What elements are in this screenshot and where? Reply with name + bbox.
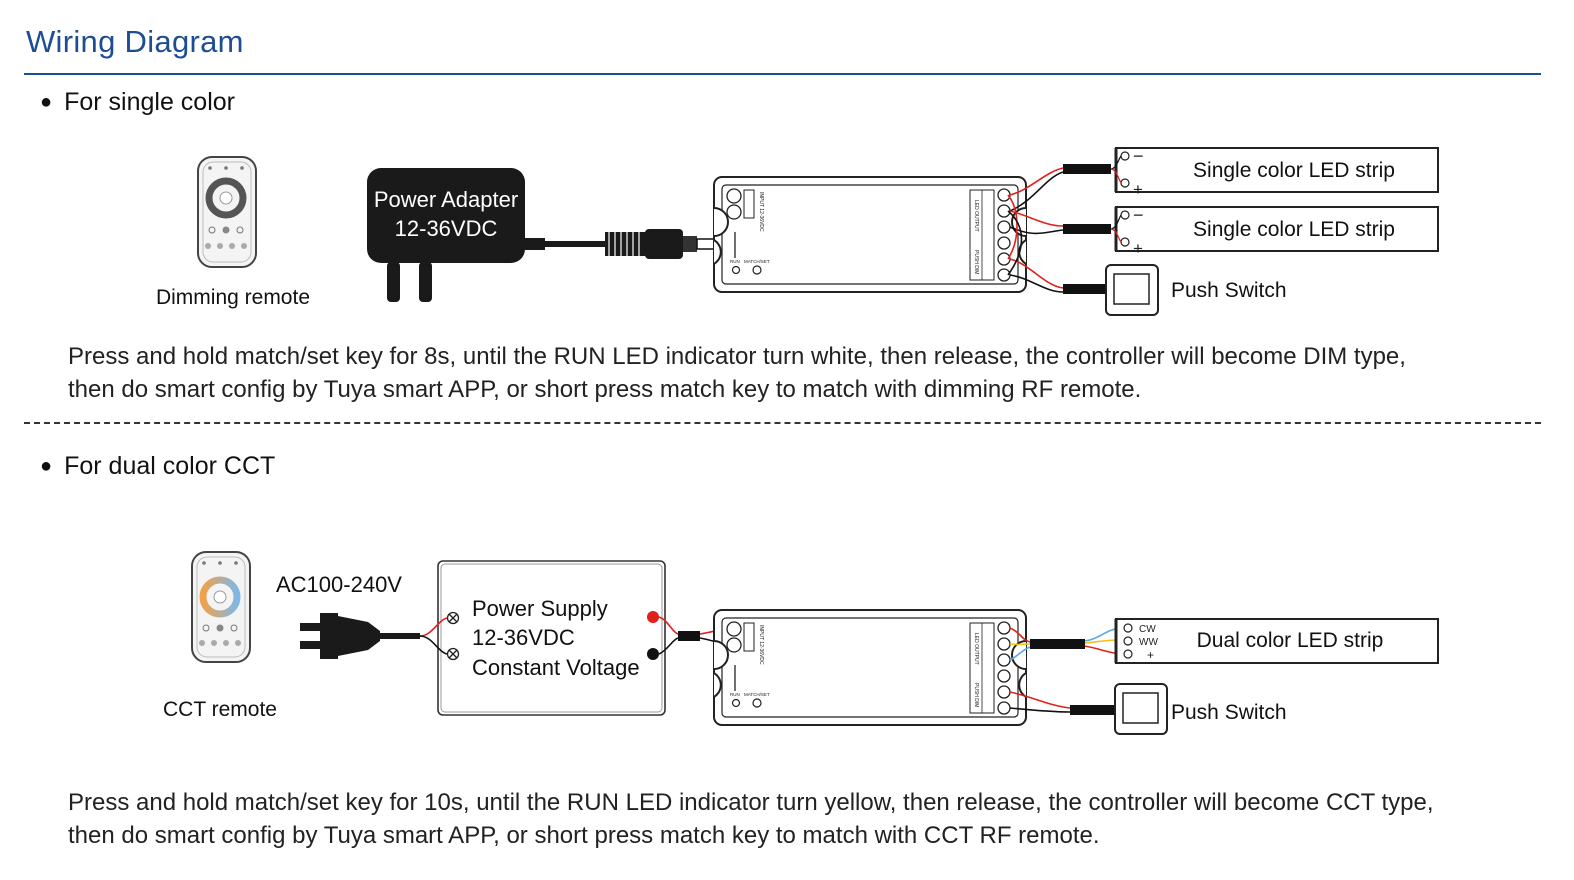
push-switch-1-label: Push Switch bbox=[1171, 279, 1287, 302]
strip1-minus: − bbox=[1133, 146, 1144, 166]
bullet-icon: ● bbox=[40, 455, 53, 477]
dual-color-strip bbox=[1114, 618, 1439, 664]
controller-output-label: LED OUTPUT bbox=[973, 200, 979, 232]
wires-section-1 bbox=[1007, 167, 1064, 293]
dual-color-strip-label: Dual color LED strip bbox=[1197, 629, 1384, 652]
psu-output-cable bbox=[678, 631, 700, 641]
psu-type: Constant Voltage bbox=[472, 655, 640, 680]
single-color-strip-2 bbox=[1110, 206, 1439, 252]
title-underline bbox=[24, 73, 1541, 75]
section-cct-heading: ● For dual color CCT bbox=[40, 452, 275, 481]
strip-cw-terminal: CW bbox=[1139, 624, 1156, 635]
single-color-instructions-line2: then do smart config by Tuya smart APP, … bbox=[68, 376, 1142, 403]
cct-remote-icon bbox=[191, 551, 251, 663]
section-single-color-heading: ● For single color bbox=[40, 88, 235, 117]
power-adapter-icon bbox=[367, 168, 716, 302]
power-adapter-voltage: 12-36VDC bbox=[395, 216, 498, 241]
section-divider bbox=[24, 422, 1541, 424]
cct-instructions: Press and hold match/set key for 10s, un… bbox=[68, 786, 1434, 852]
controller2-run-label: RUN bbox=[730, 692, 740, 697]
psu-voltage: 12-36VDC bbox=[472, 625, 575, 650]
dimming-remote-icon bbox=[197, 156, 257, 268]
cct-instructions-line1: Press and hold match/set key for 10s, un… bbox=[68, 789, 1434, 816]
strip-ww-terminal: WW bbox=[1139, 637, 1158, 648]
controller-input-label: INPUT 12-36VDC bbox=[758, 192, 764, 232]
controller-push-label: PUSH DIM bbox=[973, 250, 979, 274]
controller2-input-label: INPUT 12-36VDC bbox=[758, 625, 764, 665]
dimming-remote-label: Dimming remote bbox=[156, 286, 310, 309]
controller-match-label: MATCH/SET bbox=[744, 259, 770, 264]
power-supply-box bbox=[437, 560, 666, 716]
strip2-label: Single color LED strip bbox=[1193, 218, 1395, 241]
ac-plug-icon bbox=[300, 613, 420, 659]
controller-unit-1 bbox=[713, 176, 1027, 293]
push-switch-2-icon bbox=[1114, 683, 1168, 735]
push-switch-2-label: Push Switch bbox=[1171, 701, 1287, 724]
cct-instructions-line2: then do smart config by Tuya smart APP, … bbox=[68, 822, 1100, 849]
single-color-instructions-line1: Press and hold match/set key for 8s, unt… bbox=[68, 343, 1406, 370]
controller2-output-label: LED OUTPUT bbox=[973, 633, 979, 665]
strip1-cable bbox=[1063, 164, 1111, 174]
strip-plus-terminal: + bbox=[1147, 648, 1154, 662]
cct-remote-label: CCT remote bbox=[163, 698, 277, 721]
page-title: Wiring Diagram bbox=[26, 24, 244, 59]
strip1-label: Single color LED strip bbox=[1193, 159, 1395, 182]
switch2-cable bbox=[1070, 705, 1115, 715]
psu-label: Power Supply bbox=[472, 596, 608, 621]
controller2-push-label: PUSH DIM bbox=[973, 683, 979, 707]
controller-run-label: RUN bbox=[730, 259, 740, 264]
strip1-plus: + bbox=[1133, 180, 1143, 199]
wires-ac-input bbox=[419, 617, 448, 655]
section-single-color-heading-text: For single color bbox=[64, 88, 235, 116]
strip2-plus: + bbox=[1133, 239, 1143, 258]
ac-voltage-label: AC100-240V bbox=[276, 572, 402, 597]
single-color-strip-1 bbox=[1110, 147, 1439, 193]
cct-strip-cable bbox=[1030, 639, 1085, 649]
controller2-match-label: MATCH/SET bbox=[744, 692, 770, 697]
bullet-icon: ● bbox=[40, 91, 53, 113]
strip2-cable bbox=[1063, 224, 1111, 234]
switch1-cable bbox=[1063, 284, 1108, 294]
section-cct-heading-text: For dual color CCT bbox=[64, 452, 276, 480]
push-switch-1-icon bbox=[1105, 264, 1159, 316]
single-color-instructions: Press and hold match/set key for 8s, unt… bbox=[68, 340, 1406, 406]
power-adapter-label: Power Adapter bbox=[374, 187, 518, 212]
strip2-minus: − bbox=[1133, 205, 1144, 225]
